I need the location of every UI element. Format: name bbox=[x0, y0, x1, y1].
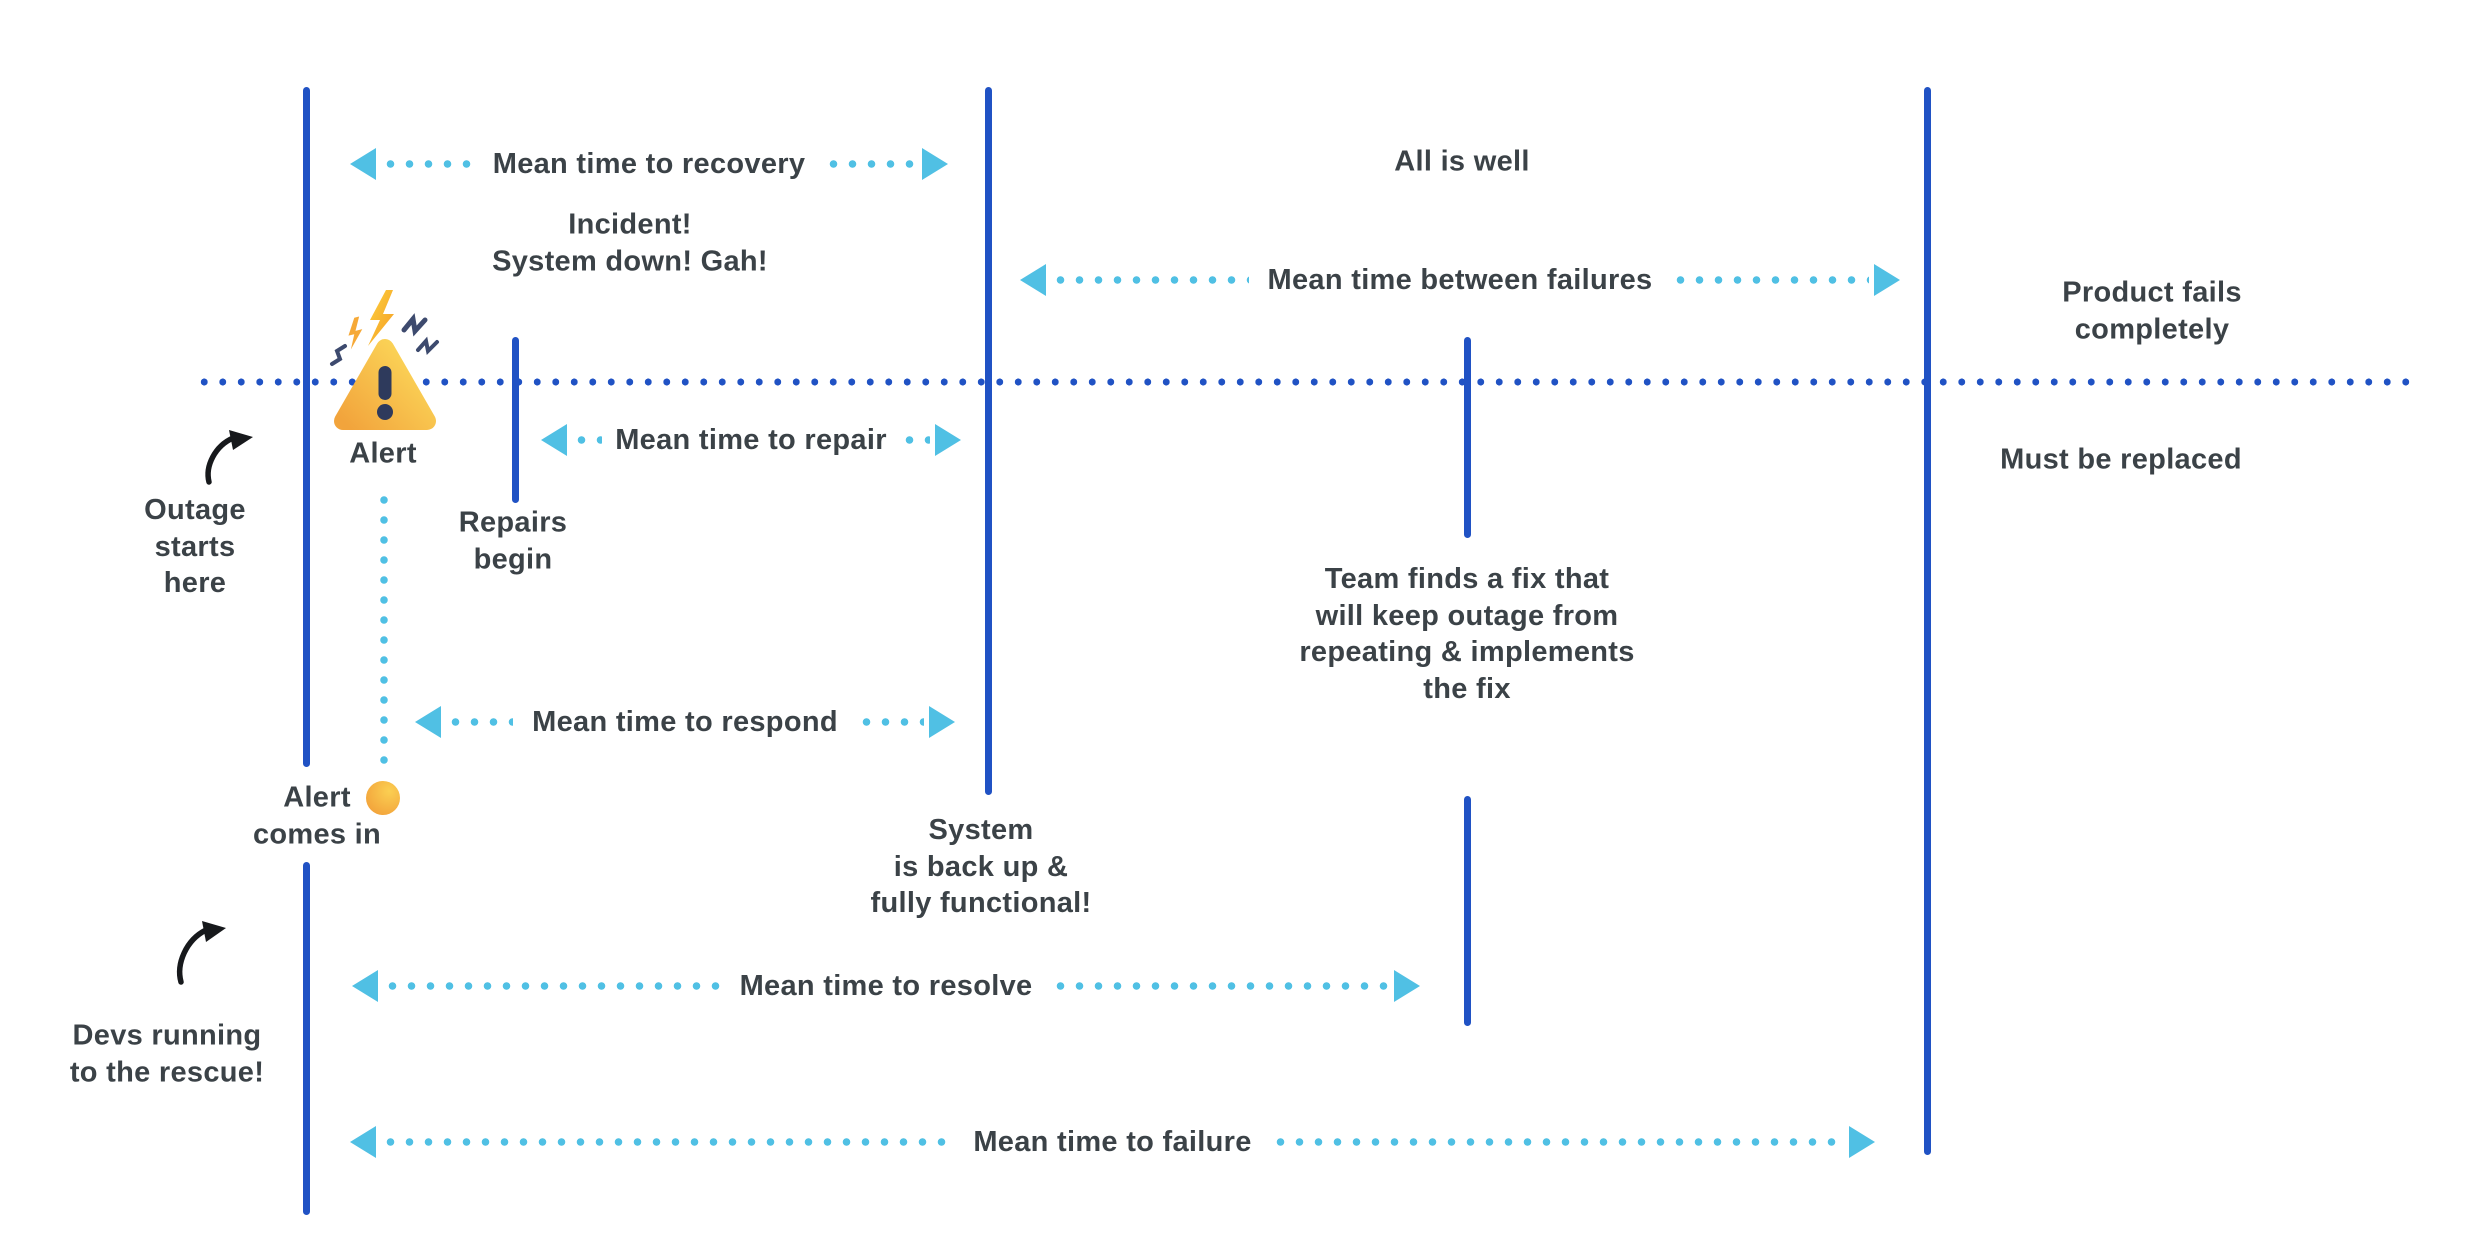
dotted-span bbox=[856, 718, 925, 726]
dotted-span bbox=[1051, 982, 1389, 990]
dotted-span bbox=[446, 718, 514, 726]
event-tick-team-fix-lower bbox=[1464, 796, 1471, 1026]
metric-label: Mean time to resolve bbox=[739, 969, 1033, 1002]
metric-mean-time-to-resolve: Mean time to resolve bbox=[352, 969, 1420, 1003]
arrowhead-left-icon bbox=[415, 706, 441, 738]
alert-connector-dotted-line bbox=[380, 490, 388, 776]
devs-pointer-arrow-icon bbox=[177, 921, 226, 985]
event-tick-repairs-begin bbox=[512, 337, 519, 503]
note-system-back-up: System is back up & fully functional! bbox=[870, 814, 1092, 920]
dotted-span bbox=[1051, 276, 1249, 284]
outage-pointer-arrow-icon bbox=[205, 430, 253, 485]
metric-label: Mean time to failure bbox=[973, 1125, 1252, 1158]
note-incident: Incident! System down! Gah! bbox=[492, 208, 768, 277]
note-product-fails: Product fails completely bbox=[2062, 276, 2242, 345]
dotted-span bbox=[1671, 276, 1870, 284]
arrowhead-left-icon bbox=[1020, 264, 1046, 296]
note-all-is-well: All is well bbox=[1394, 145, 1530, 178]
event-tick-team-fix-upper bbox=[1464, 337, 1471, 538]
note-alert-comes-in: Alert comes in bbox=[252, 781, 382, 850]
dotted-span bbox=[899, 436, 931, 444]
event-line-outage-start-upper bbox=[303, 87, 310, 767]
arrowhead-right-icon bbox=[1849, 1126, 1876, 1158]
arrowhead-right-icon bbox=[1874, 264, 1901, 296]
metric-mean-time-to-recovery: Mean time to recovery bbox=[350, 147, 948, 181]
exclamation-dot bbox=[377, 404, 393, 420]
lightning-bolt-icon bbox=[368, 290, 394, 346]
arrowhead-right-icon bbox=[1394, 970, 1420, 1002]
note-repairs-begin: Repairs begin bbox=[458, 506, 568, 575]
exclamation-bar bbox=[378, 366, 392, 400]
timeline-dotted-baseline bbox=[195, 378, 2410, 386]
arrowhead-left-icon bbox=[352, 970, 378, 1002]
note-must-be-replaced: Must be replaced bbox=[2000, 443, 2242, 476]
dotted-span bbox=[383, 982, 721, 990]
metric-mean-time-to-respond: Mean time to respond bbox=[415, 705, 956, 739]
arrowhead-right-icon bbox=[929, 706, 956, 738]
note-team-finds-fix: Team finds a fix that will keep outage f… bbox=[1299, 562, 1635, 705]
shake-squiggle-left-icon bbox=[330, 344, 347, 366]
metric-mean-time-to-failure: Mean time to failure bbox=[350, 1125, 1876, 1159]
note-alert: Alert bbox=[349, 437, 417, 470]
metric-label: Mean time to recovery bbox=[492, 147, 806, 180]
event-line-product-fails bbox=[1924, 87, 1931, 1155]
dotted-span bbox=[572, 436, 603, 444]
dotted-span bbox=[824, 160, 917, 168]
dotted-span bbox=[381, 160, 474, 168]
event-line-system-back-up bbox=[985, 87, 992, 795]
note-outage-starts-here: Outage starts here bbox=[144, 494, 246, 600]
dotted-span bbox=[381, 1138, 955, 1146]
arrowhead-left-icon bbox=[350, 1126, 376, 1158]
alert-warning-icon bbox=[330, 290, 439, 430]
metric-label: Mean time to respond bbox=[532, 705, 838, 738]
arrowhead-right-icon bbox=[935, 424, 962, 456]
shake-squiggle-right-icon bbox=[401, 313, 428, 337]
metric-mean-time-to-repair: Mean time to repair bbox=[541, 423, 962, 457]
metric-label: Mean time between failures bbox=[1267, 263, 1653, 296]
event-line-outage-start-lower bbox=[303, 862, 310, 1215]
lightning-bolt-small-icon bbox=[348, 316, 363, 350]
shake-squiggle-right2-icon bbox=[416, 336, 439, 356]
arrowhead-right-icon bbox=[922, 148, 948, 180]
alert-received-dot-icon bbox=[366, 781, 400, 815]
arrowhead-left-icon bbox=[541, 424, 567, 456]
note-devs-running: Devs running to the rescue! bbox=[69, 1019, 265, 1088]
metric-mean-time-between-failures: Mean time between failures bbox=[1020, 263, 1901, 297]
arrowhead-left-icon bbox=[350, 148, 376, 180]
dotted-span bbox=[1270, 1138, 1845, 1146]
metric-label: Mean time to repair bbox=[615, 423, 887, 456]
